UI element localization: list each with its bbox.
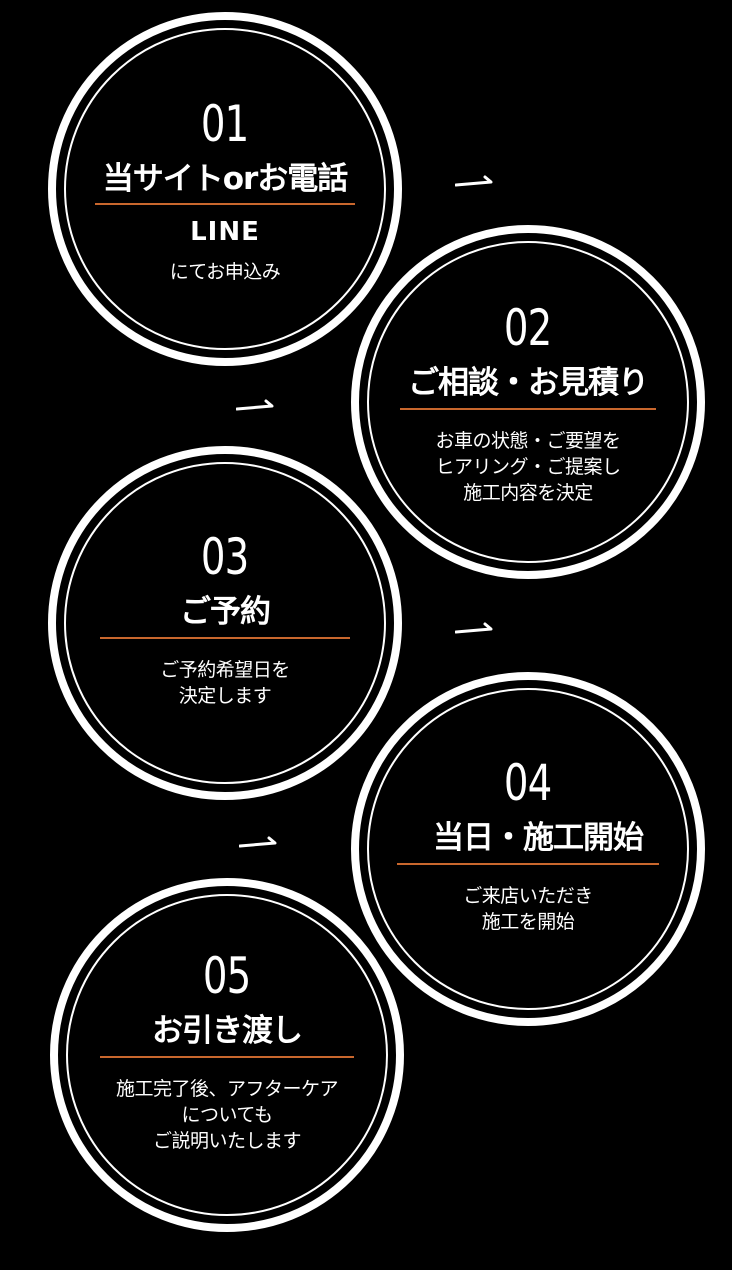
step-description: ご予約希望日を 決定します [160, 659, 290, 708]
step-title: 当サイトorお電話 [94, 161, 356, 206]
step-title: ご予約 [100, 594, 350, 640]
step-02: 02 ご相談・お見積り お車の状態・ご要望を ヒアリング・ご提案し 施工内容を決… [351, 225, 705, 579]
step-number: 03 [201, 528, 249, 587]
arrow-right-icon [239, 836, 277, 848]
arrow-right-icon [236, 399, 274, 411]
step-01: 01 当サイトorお電話 LINE にてお申込み [48, 12, 402, 366]
step-number: 04 [504, 754, 552, 813]
arrow-right-icon [455, 622, 493, 634]
step-description: にてお申込み [169, 261, 281, 284]
step-number: 01 [201, 94, 249, 153]
step-03: 03 ご予約 ご予約希望日を 決定します [48, 446, 402, 800]
step-05: 05 お引き渡し 施工完了後、アフターケア についても ご説明いたします [50, 878, 404, 1232]
step-number: 02 [504, 299, 552, 358]
step-description: ご来店いただき 施工を開始 [463, 885, 593, 934]
step-04: 04 当日・施工開始 ご来店いただき 施工を開始 [351, 672, 705, 1026]
step-description: お車の状態・ご要望を ヒアリング・ご提案し 施工内容を決定 [435, 429, 621, 505]
step-title: ご相談・お見積り [400, 365, 656, 410]
step-description: 施工完了後、アフターケア についても ご説明いたします [115, 1077, 339, 1153]
step-title: 当日・施工開始 [397, 820, 659, 866]
step-subtitle: LINE [190, 217, 260, 248]
arrow-right-icon [455, 175, 493, 187]
step-title: お引き渡し [100, 1013, 354, 1058]
step-number: 05 [203, 947, 251, 1006]
